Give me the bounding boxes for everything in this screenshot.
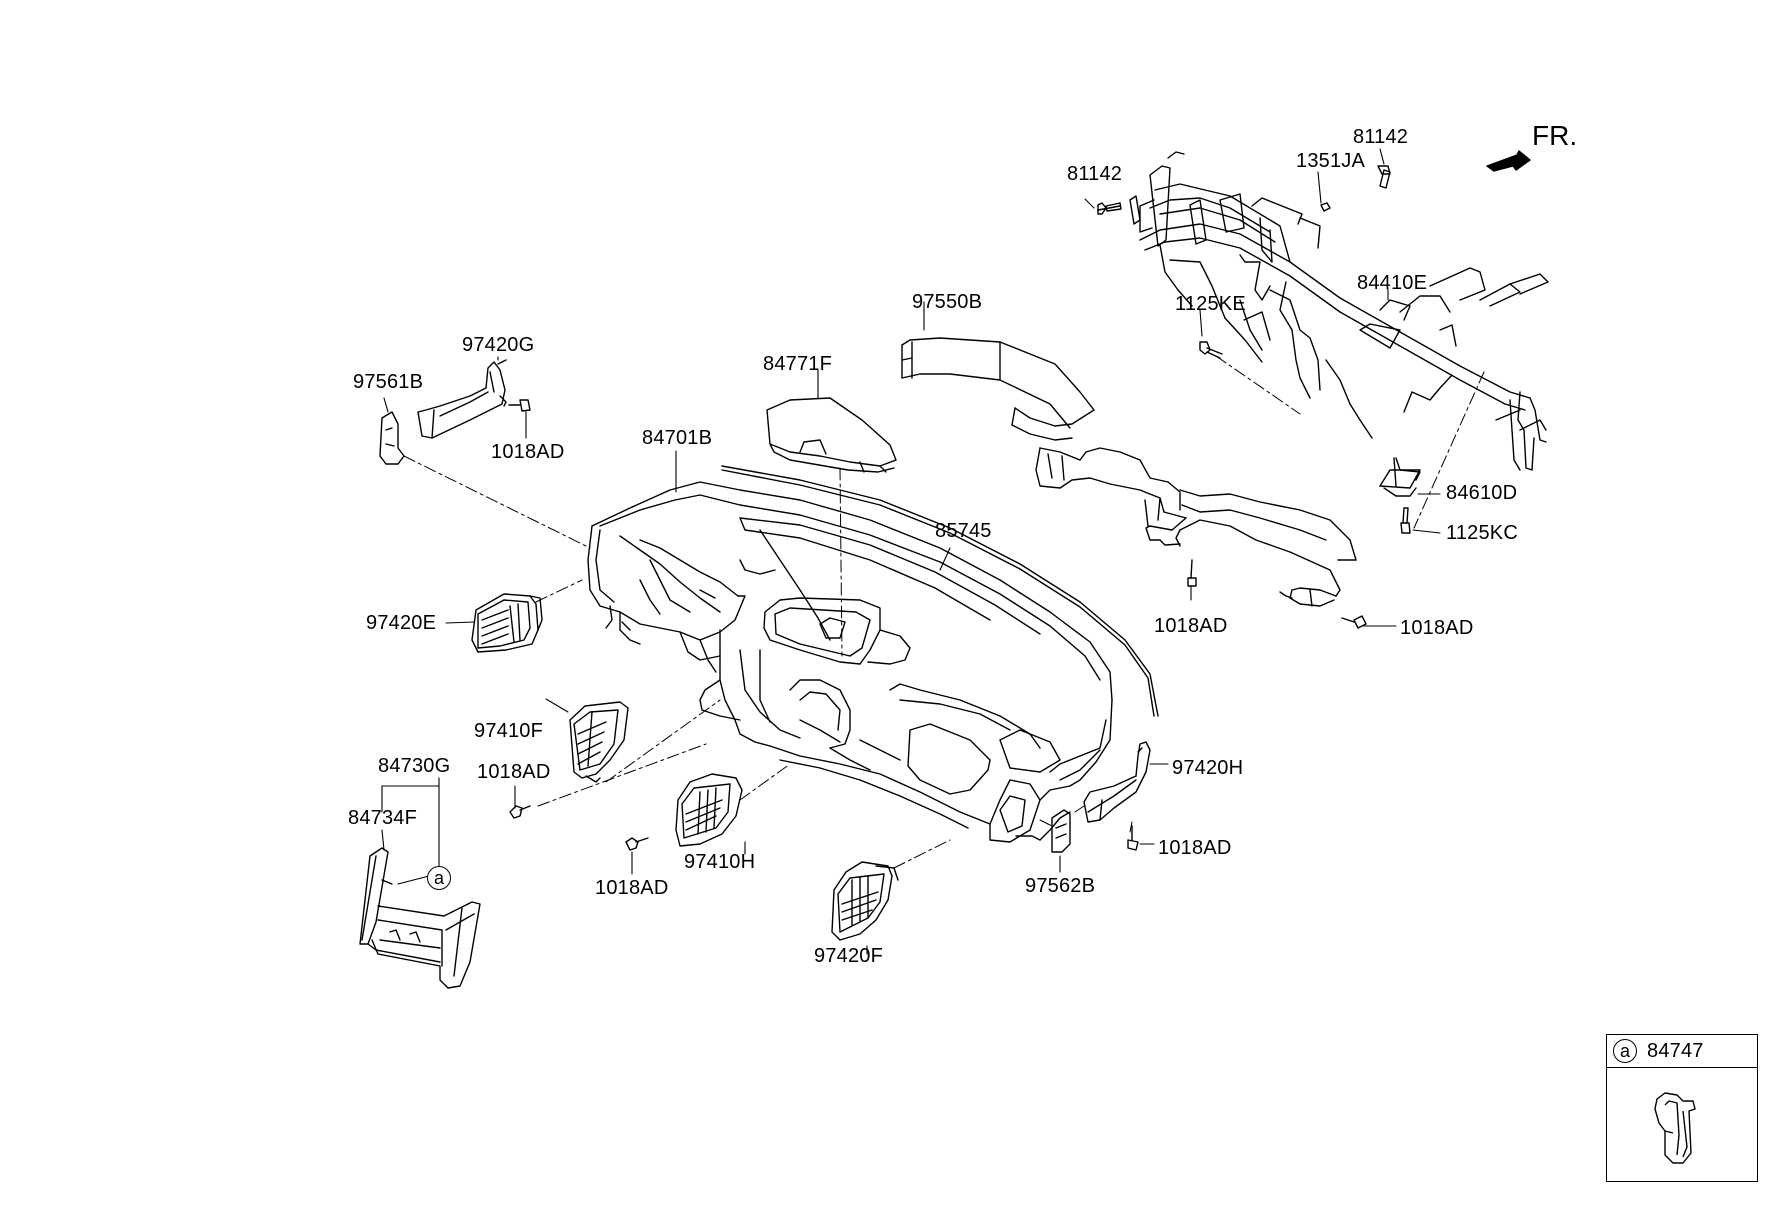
label-1018AD-duct-right: 1018AD: [1400, 617, 1474, 639]
crash-pad-84701B: [587, 481, 1113, 843]
label-1125KE: 1125KE: [1175, 293, 1246, 315]
label-97410F: 97410F: [474, 720, 544, 742]
bracket-97561B: [379, 411, 405, 465]
cowl-crossbar-assembly: [1129, 151, 1549, 497]
bolt-1018AD-left-mid-icon: [509, 805, 531, 819]
front-direction-label: FR.: [1532, 120, 1578, 151]
label-1351JA: 1351JA: [1296, 150, 1366, 172]
label-97420E: 97420E: [366, 612, 437, 634]
label-1018AD-left-mid: 1018AD: [477, 761, 551, 783]
label-97561B: 97561B: [353, 371, 424, 393]
cover-84771F: [766, 397, 897, 473]
bolt-1125KC-icon: [1400, 507, 1411, 534]
label-97420F: 97420F: [814, 945, 884, 967]
vent-97420F: [831, 861, 899, 941]
label-1018AD-upper-left: 1018AD: [491, 441, 565, 463]
vent-97420E: [471, 593, 543, 653]
label-97410H: 97410H: [684, 851, 756, 873]
bracket-84610D-icon: [1395, 457, 1421, 481]
label-84701B: 84701B: [642, 427, 713, 449]
bolt-1018AD-duct-right-icon: [1341, 615, 1367, 629]
label-1125KC: 1125KC: [1446, 522, 1518, 544]
bolt-1018AD-duct-mid-icon: [1187, 559, 1197, 587]
label-1018AD-right-low: 1018AD: [1158, 837, 1232, 859]
label-84734F: 84734F: [348, 807, 418, 829]
leader-lines: [381, 148, 1441, 955]
bolt-81142-right-icon: [1377, 165, 1391, 189]
inset-part-number: 84747: [1647, 1040, 1704, 1062]
center-fascia-84734F: [359, 847, 481, 989]
clip-84747-drawing: [1654, 1092, 1696, 1164]
side-duct-97420H: [1083, 741, 1151, 823]
label-84410E: 84410E: [1357, 272, 1428, 294]
label-97420H: 97420H: [1172, 757, 1244, 779]
label-85745: 85745: [935, 520, 992, 542]
label-1018AD-center-low: 1018AD: [595, 877, 669, 899]
bolt-81142-left-icon: [1097, 202, 1122, 215]
label-97562B: 97562B: [1025, 875, 1096, 897]
label-84771F: 84771F: [763, 353, 833, 375]
bolt-1018AD-center-low-icon: [625, 837, 649, 851]
trim-strip-85745: [721, 465, 1159, 717]
label-1018AD-duct-mid: 1018AD: [1154, 615, 1228, 637]
callout-marker-a: a: [427, 866, 451, 890]
label-81142-left: 81142: [1067, 163, 1123, 185]
bracket-97562B: [1051, 809, 1071, 853]
bolt-1018AD-right-low-icon: [1127, 825, 1139, 851]
nut-1351JA-icon: [1320, 202, 1331, 212]
vent-97410F: [569, 701, 629, 783]
alignment-dashed-lines: [403, 355, 1485, 869]
label-84610D: 84610D: [1446, 482, 1518, 504]
vent-97410H: [675, 773, 743, 847]
inset-header: a 84747: [1607, 1035, 1757, 1068]
label-81142-right: 81142: [1353, 126, 1409, 148]
inset-marker-a: a: [1613, 1039, 1637, 1063]
bolt-1018AD-upper-left-icon: [508, 399, 531, 412]
label-97420G: 97420G: [462, 334, 535, 356]
label-84730G: 84730G: [378, 755, 451, 777]
side-duct-97420G: [417, 359, 507, 439]
inset-detail-box: a 84747: [1606, 1034, 1758, 1182]
bolt-1125KE-icon: [1199, 341, 1223, 359]
air-duct-97550B: [901, 337, 1357, 607]
front-direction-arrow-icon: [1486, 150, 1531, 172]
label-97550B: 97550B: [912, 291, 983, 313]
